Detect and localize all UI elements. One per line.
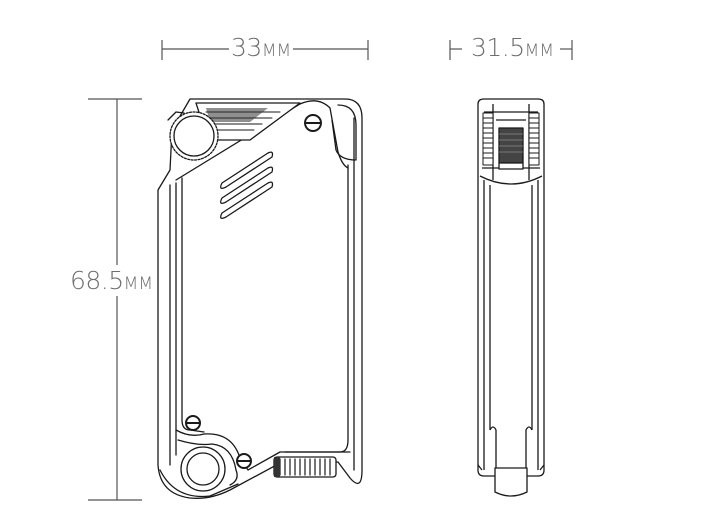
height-dimension-label: 68.5MM [70, 265, 154, 296]
height-unit: MM [123, 274, 154, 294]
side-view-lighter [477, 98, 545, 497]
depth-value: 31.5 [471, 33, 525, 62]
height-value: 68.5 [70, 266, 124, 295]
depth-dimension-label: 31.5MM [469, 33, 557, 62]
depth-unit: MM [524, 41, 555, 61]
width-value: 33 [231, 33, 262, 62]
front-view-lighter [157, 98, 363, 499]
height-dimension-line [88, 98, 142, 501]
depth-dimension-line [449, 40, 573, 60]
width-dimension-label: 33MM [229, 33, 294, 62]
width-unit: MM [261, 41, 292, 61]
